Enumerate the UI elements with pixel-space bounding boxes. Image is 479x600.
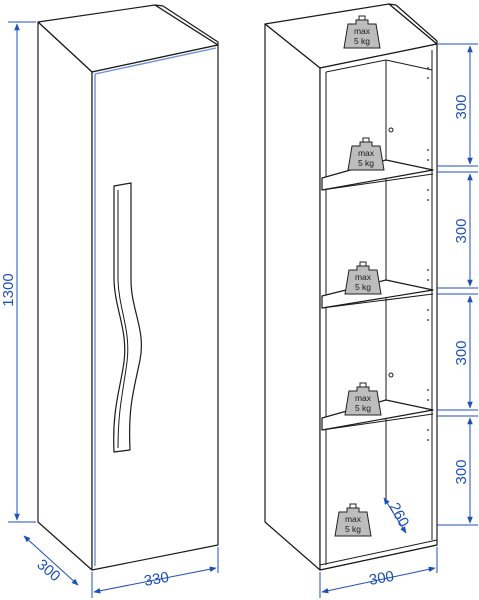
height-label: 1300 [0, 273, 17, 306]
weight-shelf1: max 5 kg [347, 137, 385, 171]
door-handle [113, 182, 142, 453]
width-label: 330 [143, 569, 171, 590]
open-top-edge [388, 3, 438, 45]
inner-width-label: 300 [368, 568, 396, 589]
section-1-label: 300 [453, 94, 470, 119]
weight-top: max 5 kg [343, 15, 381, 49]
weight-shelf1-line1: max [358, 148, 375, 158]
handle-groove [117, 190, 129, 449]
weight-shelf2-line2: 5 kg [355, 282, 371, 292]
weight-shelf3-line1: max [355, 393, 372, 403]
cabinet-side-face [37, 21, 93, 571]
door-top-highlight [94, 47, 217, 75]
dim-height: 1300 [0, 21, 36, 523]
open-cabinet [264, 3, 438, 571]
weight-shelf1-line2: 5 kg [358, 158, 374, 168]
cabinet-door [91, 44, 219, 571]
weight-top-line2: 5 kg [354, 36, 370, 46]
weight-bottom-line2: 5 kg [345, 524, 361, 534]
open-interior [319, 43, 438, 571]
section-3-label: 300 [453, 340, 470, 365]
weight-shelf3-line2: 5 kg [355, 403, 371, 413]
weight-bottom: max 5 kg [334, 503, 372, 537]
dim-inner-width: 300 [319, 547, 438, 598]
section-2-label: 300 [453, 218, 470, 243]
dim-width: 330 [91, 547, 219, 598]
weight-shelf3: max 5 kg [344, 382, 382, 416]
open-side-face [264, 23, 321, 571]
weight-shelf2: max 5 kg [344, 261, 382, 295]
section-4-label: 300 [453, 459, 470, 484]
dim-sections: 300 300 300 300 [437, 43, 478, 526]
cabinet-top-edge [154, 4, 219, 46]
weight-bottom-line1: max [345, 514, 362, 524]
closed-cabinet [37, 4, 219, 571]
weight-top-line1: max [354, 26, 371, 36]
weight-shelf2-line1: max [355, 272, 372, 282]
depth-label: 300 [33, 556, 63, 585]
